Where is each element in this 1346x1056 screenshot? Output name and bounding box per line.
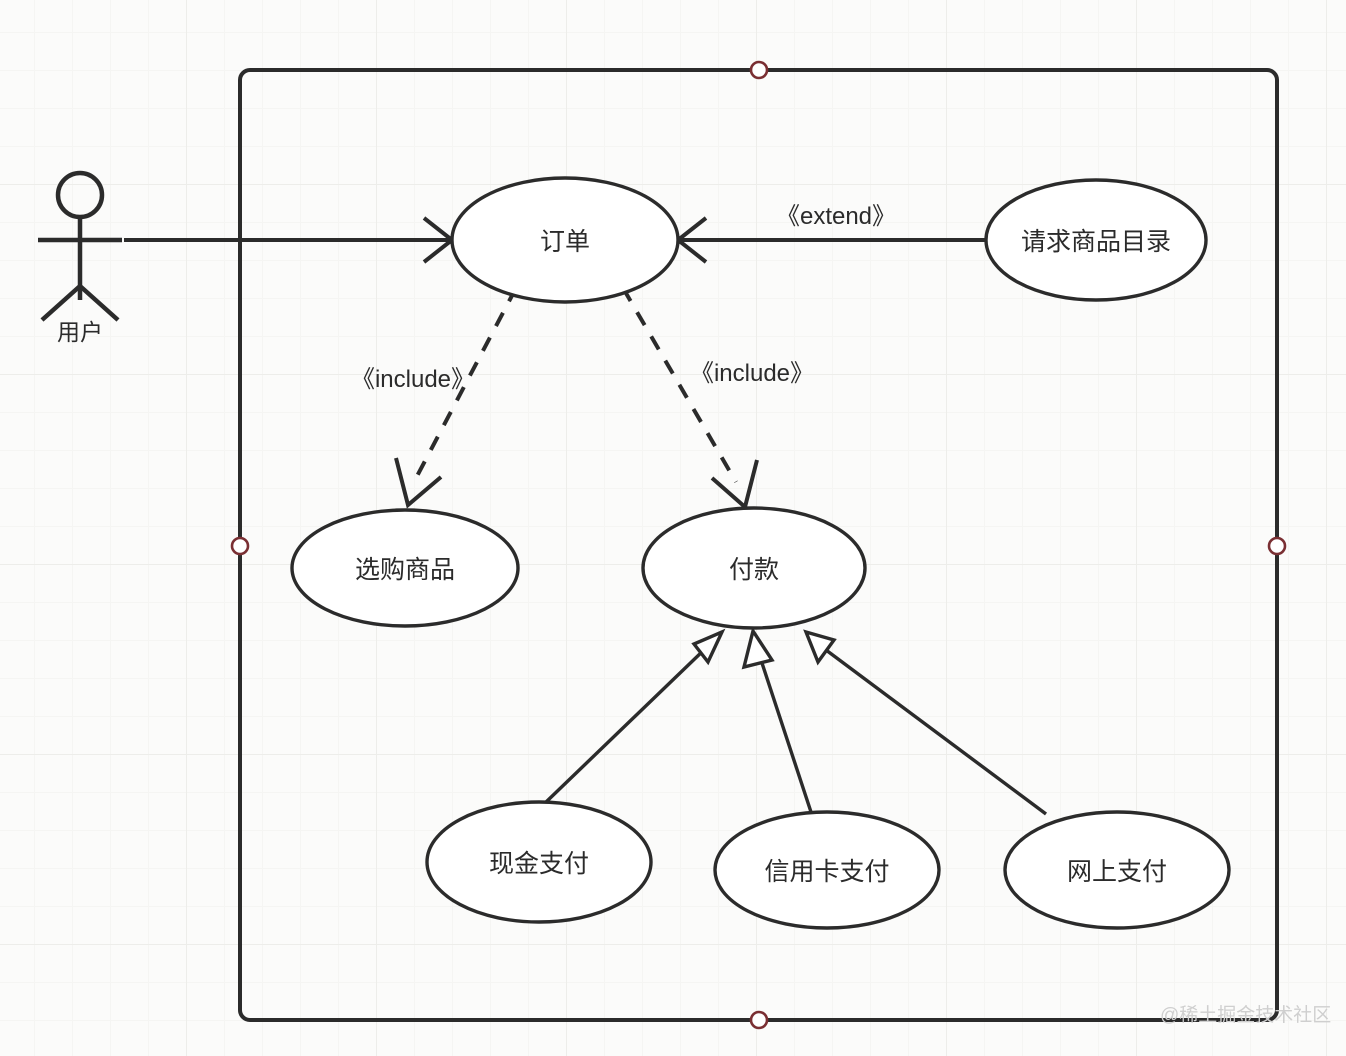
rel-cash-pay-line[interactable] — [543, 646, 708, 805]
uc-select[interactable]: 选购商品 — [290, 508, 520, 628]
uc-catalog[interactable]: 请求商品目录 — [984, 178, 1208, 302]
uc-online-label: 网上支付 — [1067, 858, 1167, 886]
uc-order[interactable]: 订单 — [450, 176, 680, 304]
label-include-1: 《include》 — [351, 366, 475, 393]
uc-online-shape[interactable] — [1003, 810, 1231, 930]
rel-order-pay[interactable]: 《include》 — [621, 286, 814, 511]
handle-top-icon[interactable] — [749, 60, 769, 80]
uc-credit-card[interactable]: 信用卡支付 — [713, 810, 941, 930]
uc-pay-label: 付款 — [729, 556, 779, 584]
rel-order-select-line[interactable] — [413, 287, 518, 481]
uc-order-label: 订单 — [540, 228, 590, 256]
label-include-2: 《include》 — [690, 360, 814, 387]
rel-order-select-arrowhead-icon — [394, 457, 443, 509]
rel-order-pay-arrowhead-icon — [710, 459, 759, 511]
handle-left-icon[interactable] — [230, 536, 250, 556]
actor-user-label: 用户 — [57, 319, 103, 345]
uc-online[interactable]: 网上支付 — [1003, 810, 1231, 930]
system-boundary[interactable] — [230, 60, 1287, 1030]
actor-leg-right-icon — [78, 284, 120, 322]
rel-catalog-order[interactable]: 《extend》 — [674, 203, 986, 264]
handle-bottom-icon[interactable] — [749, 1010, 769, 1030]
uc-pay-shape[interactable] — [641, 506, 867, 630]
actor-leg-left-icon — [40, 284, 82, 322]
rel-cash-pay[interactable] — [543, 628, 726, 805]
uc-catalog-shape[interactable] — [984, 178, 1208, 302]
rel-online-pay-line[interactable] — [824, 648, 1048, 816]
uc-credit-card-label: 信用卡支付 — [764, 858, 889, 886]
rel-credit-pay-line[interactable] — [758, 656, 813, 813]
rel-credit-pay-arrowhead-icon — [741, 626, 775, 670]
uc-select-label: 选购商品 — [355, 556, 455, 584]
uc-catalog-label: 请求商品目录 — [1021, 228, 1171, 256]
rel-order-select[interactable]: 《include》 — [351, 287, 518, 509]
handle-right-icon[interactable] — [1267, 536, 1287, 556]
uc-pay[interactable]: 付款 — [641, 506, 867, 630]
uc-cash[interactable]: 现金支付 — [425, 800, 653, 924]
uc-cash-shape[interactable] — [425, 800, 653, 924]
actor-head-icon — [55, 170, 105, 220]
uc-order-shape[interactable] — [450, 176, 680, 304]
rel-online-pay[interactable] — [803, 629, 1048, 816]
uc-select-shape[interactable] — [290, 508, 520, 628]
rel-cash-pay-arrowhead-icon — [691, 628, 726, 666]
rel-online-pay-arrowhead-icon — [803, 629, 837, 666]
actor-user[interactable]: 用户 — [38, 170, 122, 345]
rel-user-order[interactable] — [124, 216, 456, 264]
watermark: @稀土掘金技术社区 — [1160, 1004, 1331, 1026]
rel-order-pay-line[interactable] — [621, 286, 738, 484]
uc-cash-label: 现金支付 — [489, 850, 589, 878]
label-extend: 《extend》 — [776, 203, 896, 230]
rel-credit-pay[interactable] — [741, 626, 813, 813]
uc-credit-card-shape[interactable] — [713, 810, 941, 930]
